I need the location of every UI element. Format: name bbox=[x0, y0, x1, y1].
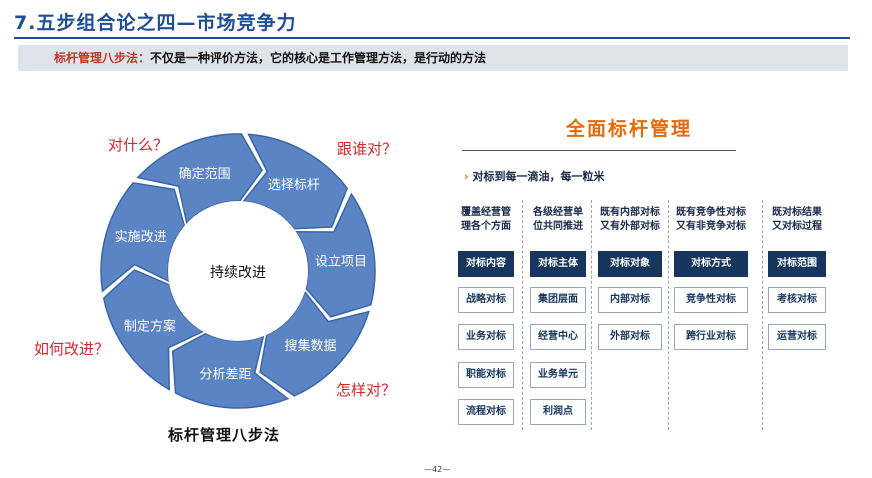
dimension-item-box: 经营中心 bbox=[530, 324, 586, 350]
benchmark-title-rule bbox=[462, 150, 736, 151]
cycle-step-label: 选择标杆 bbox=[268, 178, 320, 193]
cycle-step-label: 分析差距 bbox=[200, 368, 252, 383]
dimension-key-box: 对标内容 bbox=[458, 251, 514, 277]
chevron-right-icon: › bbox=[464, 170, 469, 183]
benchmark-title: 全面标杆管理 bbox=[566, 118, 693, 140]
dimension-item-box: 业务单元 bbox=[530, 362, 586, 388]
dimension-item-box: 利润点 bbox=[530, 399, 586, 425]
column-heading-line: 位共同推进 bbox=[533, 221, 583, 232]
column-heading-line: 既有内部对标 bbox=[600, 207, 660, 218]
benchmark-subtitle: ›对标到每一滴油，每一粒米 bbox=[464, 168, 605, 184]
column-heading: 既对标结果又对标过程 bbox=[754, 206, 840, 234]
question-improve: 如何改进？ bbox=[34, 340, 109, 358]
column-heading: 既有内部对标又有外部对标 bbox=[587, 206, 673, 234]
summary-banner: 标杆管理八步法：不仅是一种评价方法，它的核心是工作管理方法，是行动的方法 bbox=[18, 45, 848, 71]
banner-key: 标杆管理八步法： bbox=[54, 51, 151, 65]
dimension-item-box: 职能对标 bbox=[458, 362, 514, 388]
column-heading-line: 又对标过程 bbox=[772, 221, 822, 232]
column-heading-line: 各级经营单 bbox=[533, 207, 583, 218]
dimension-item-box: 外部对标 bbox=[598, 324, 662, 350]
page-number: —42— bbox=[424, 465, 451, 474]
cycle-step-label: 确定范围 bbox=[179, 167, 231, 182]
dimension-item-box: 内部对标 bbox=[598, 287, 662, 313]
question-whom: 跟谁对？ bbox=[337, 140, 397, 158]
column-divider bbox=[522, 200, 524, 430]
cycle-step-label: 实施改进 bbox=[115, 230, 167, 245]
column-heading-line: 又有非竞争对标 bbox=[676, 221, 746, 232]
diagram-caption: 标杆管理八步法 bbox=[168, 426, 281, 444]
dimension-item-box: 流程对标 bbox=[458, 399, 514, 425]
cycle-center-label: 持续改进 bbox=[210, 264, 266, 281]
column-heading-line: 既有竞争性对标 bbox=[676, 207, 746, 218]
dimension-key-box: 对标对象 bbox=[598, 251, 662, 277]
column-heading: 各级经营单位共同推进 bbox=[515, 206, 601, 234]
dimension-item-box: 竞争性对标 bbox=[674, 287, 748, 313]
cycle-step-label: 搜集数据 bbox=[285, 338, 337, 354]
benchmark-subtitle-text: 对标到每一滴油，每一粒米 bbox=[472, 170, 605, 183]
column-divider bbox=[762, 200, 764, 430]
dimension-item-box: 集团层面 bbox=[530, 287, 586, 313]
dimension-key-box: 对标方式 bbox=[674, 251, 748, 277]
column-divider bbox=[591, 200, 593, 430]
dimension-item-box: 跨行业对标 bbox=[674, 324, 748, 350]
cycle-step-label: 制定方案 bbox=[124, 318, 176, 334]
page-title: 7.五步组合论之四—市场竞争力 bbox=[14, 12, 297, 34]
column-divider bbox=[668, 200, 670, 430]
column-heading-line: 既对标结果 bbox=[772, 207, 822, 218]
column-heading-line: 又有外部对标 bbox=[600, 221, 660, 232]
dimension-item-box: 考核对标 bbox=[768, 287, 826, 313]
banner-text: 不仅是一种评价方法，它的核心是工作管理方法，是行动的方法 bbox=[150, 51, 487, 65]
dimension-key-box: 对标范围 bbox=[768, 251, 826, 277]
title-rule bbox=[14, 37, 850, 39]
cycle-center-circle bbox=[168, 201, 308, 341]
column-heading-line: 理各个方面 bbox=[461, 221, 511, 232]
dimension-key-box: 对标主体 bbox=[530, 251, 586, 277]
column-heading: 覆盖经营管理各个方面 bbox=[443, 206, 529, 234]
dimension-item-box: 战略对标 bbox=[458, 287, 514, 313]
question-how: 怎样对？ bbox=[336, 381, 396, 399]
column-heading-line: 覆盖经营管 bbox=[461, 207, 511, 218]
dimension-item-box: 运营对标 bbox=[768, 324, 826, 350]
question-what: 对什么？ bbox=[108, 136, 168, 154]
column-heading: 既有竞争性对标又有非竞争对标 bbox=[668, 206, 754, 234]
dimension-item-box: 业务对标 bbox=[458, 324, 514, 350]
cycle-step-label: 设立项目 bbox=[315, 254, 367, 269]
